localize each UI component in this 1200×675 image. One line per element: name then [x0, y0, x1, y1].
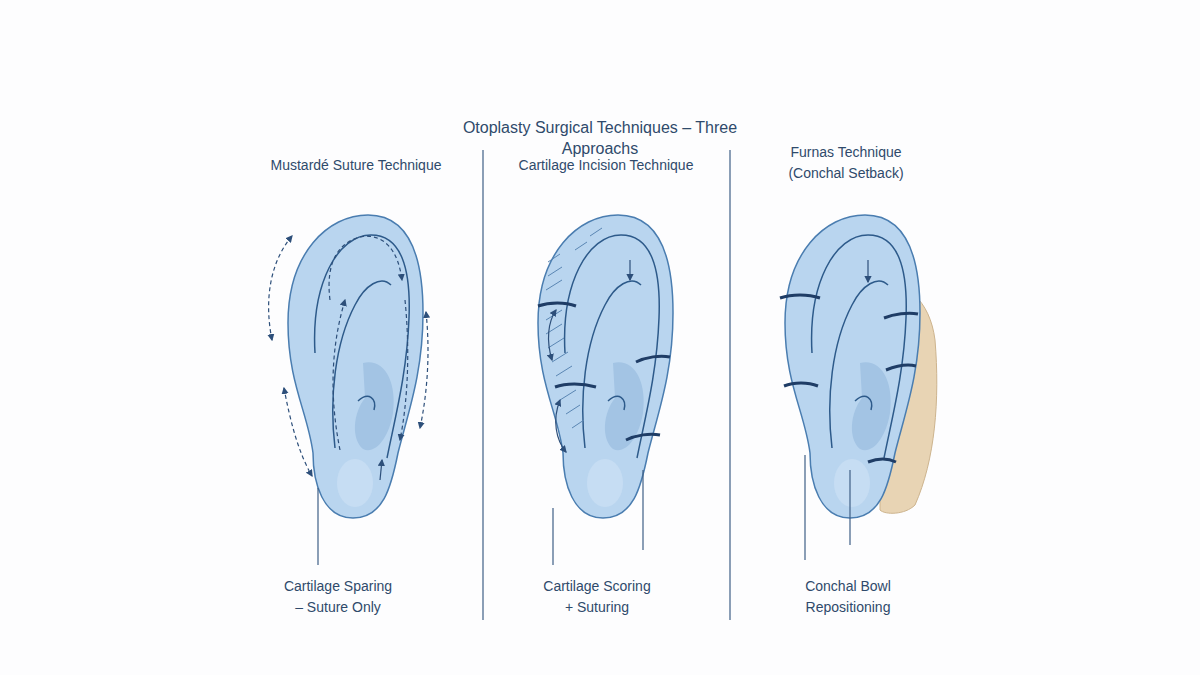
suture-band [784, 383, 818, 386]
technique-heading: Mustardé Suture Technique [241, 155, 471, 176]
ear-illustration [288, 215, 423, 518]
arrow [556, 400, 566, 452]
dashed-arrow [420, 312, 428, 428]
technique-heading: Cartilage Incision Technique [491, 155, 721, 176]
technique-heading: Furnas Technique (Conchal Setback) [771, 142, 921, 184]
technique-caption: Conchal Bowl Repositioning [790, 576, 906, 618]
leader-line [552, 508, 553, 565]
scoring-hatch [546, 228, 602, 428]
leader-line [849, 470, 850, 545]
suture-band [538, 303, 576, 306]
column-divider [482, 150, 483, 620]
suture-band [884, 313, 918, 318]
dashed-arrow [400, 300, 408, 440]
column-divider [729, 150, 730, 620]
diagram-title: Otoplasty Surgical Techniques – Three Ap… [440, 117, 760, 159]
suture-band [636, 356, 670, 362]
technique-caption: Cartilage Sparing – Suture Only [280, 576, 396, 618]
ear-illustration [538, 215, 673, 518]
suture-band [886, 365, 916, 370]
arrow [380, 460, 382, 480]
dashed-arrow [269, 236, 292, 340]
arrow [867, 260, 868, 282]
dashed-arrow [333, 300, 345, 450]
suture-band [555, 384, 596, 387]
leader-line [804, 455, 805, 560]
suture-band [626, 434, 660, 440]
dashed-arrow [284, 388, 312, 476]
arrow [629, 260, 630, 280]
leader-line [642, 470, 643, 550]
leader-line [317, 488, 318, 565]
suture-band [780, 295, 820, 298]
dashed-arrow [329, 236, 402, 300]
technique-caption: Cartilage Scoring + Suturing [539, 576, 655, 618]
arrow [549, 310, 556, 360]
suture-band [868, 459, 896, 462]
